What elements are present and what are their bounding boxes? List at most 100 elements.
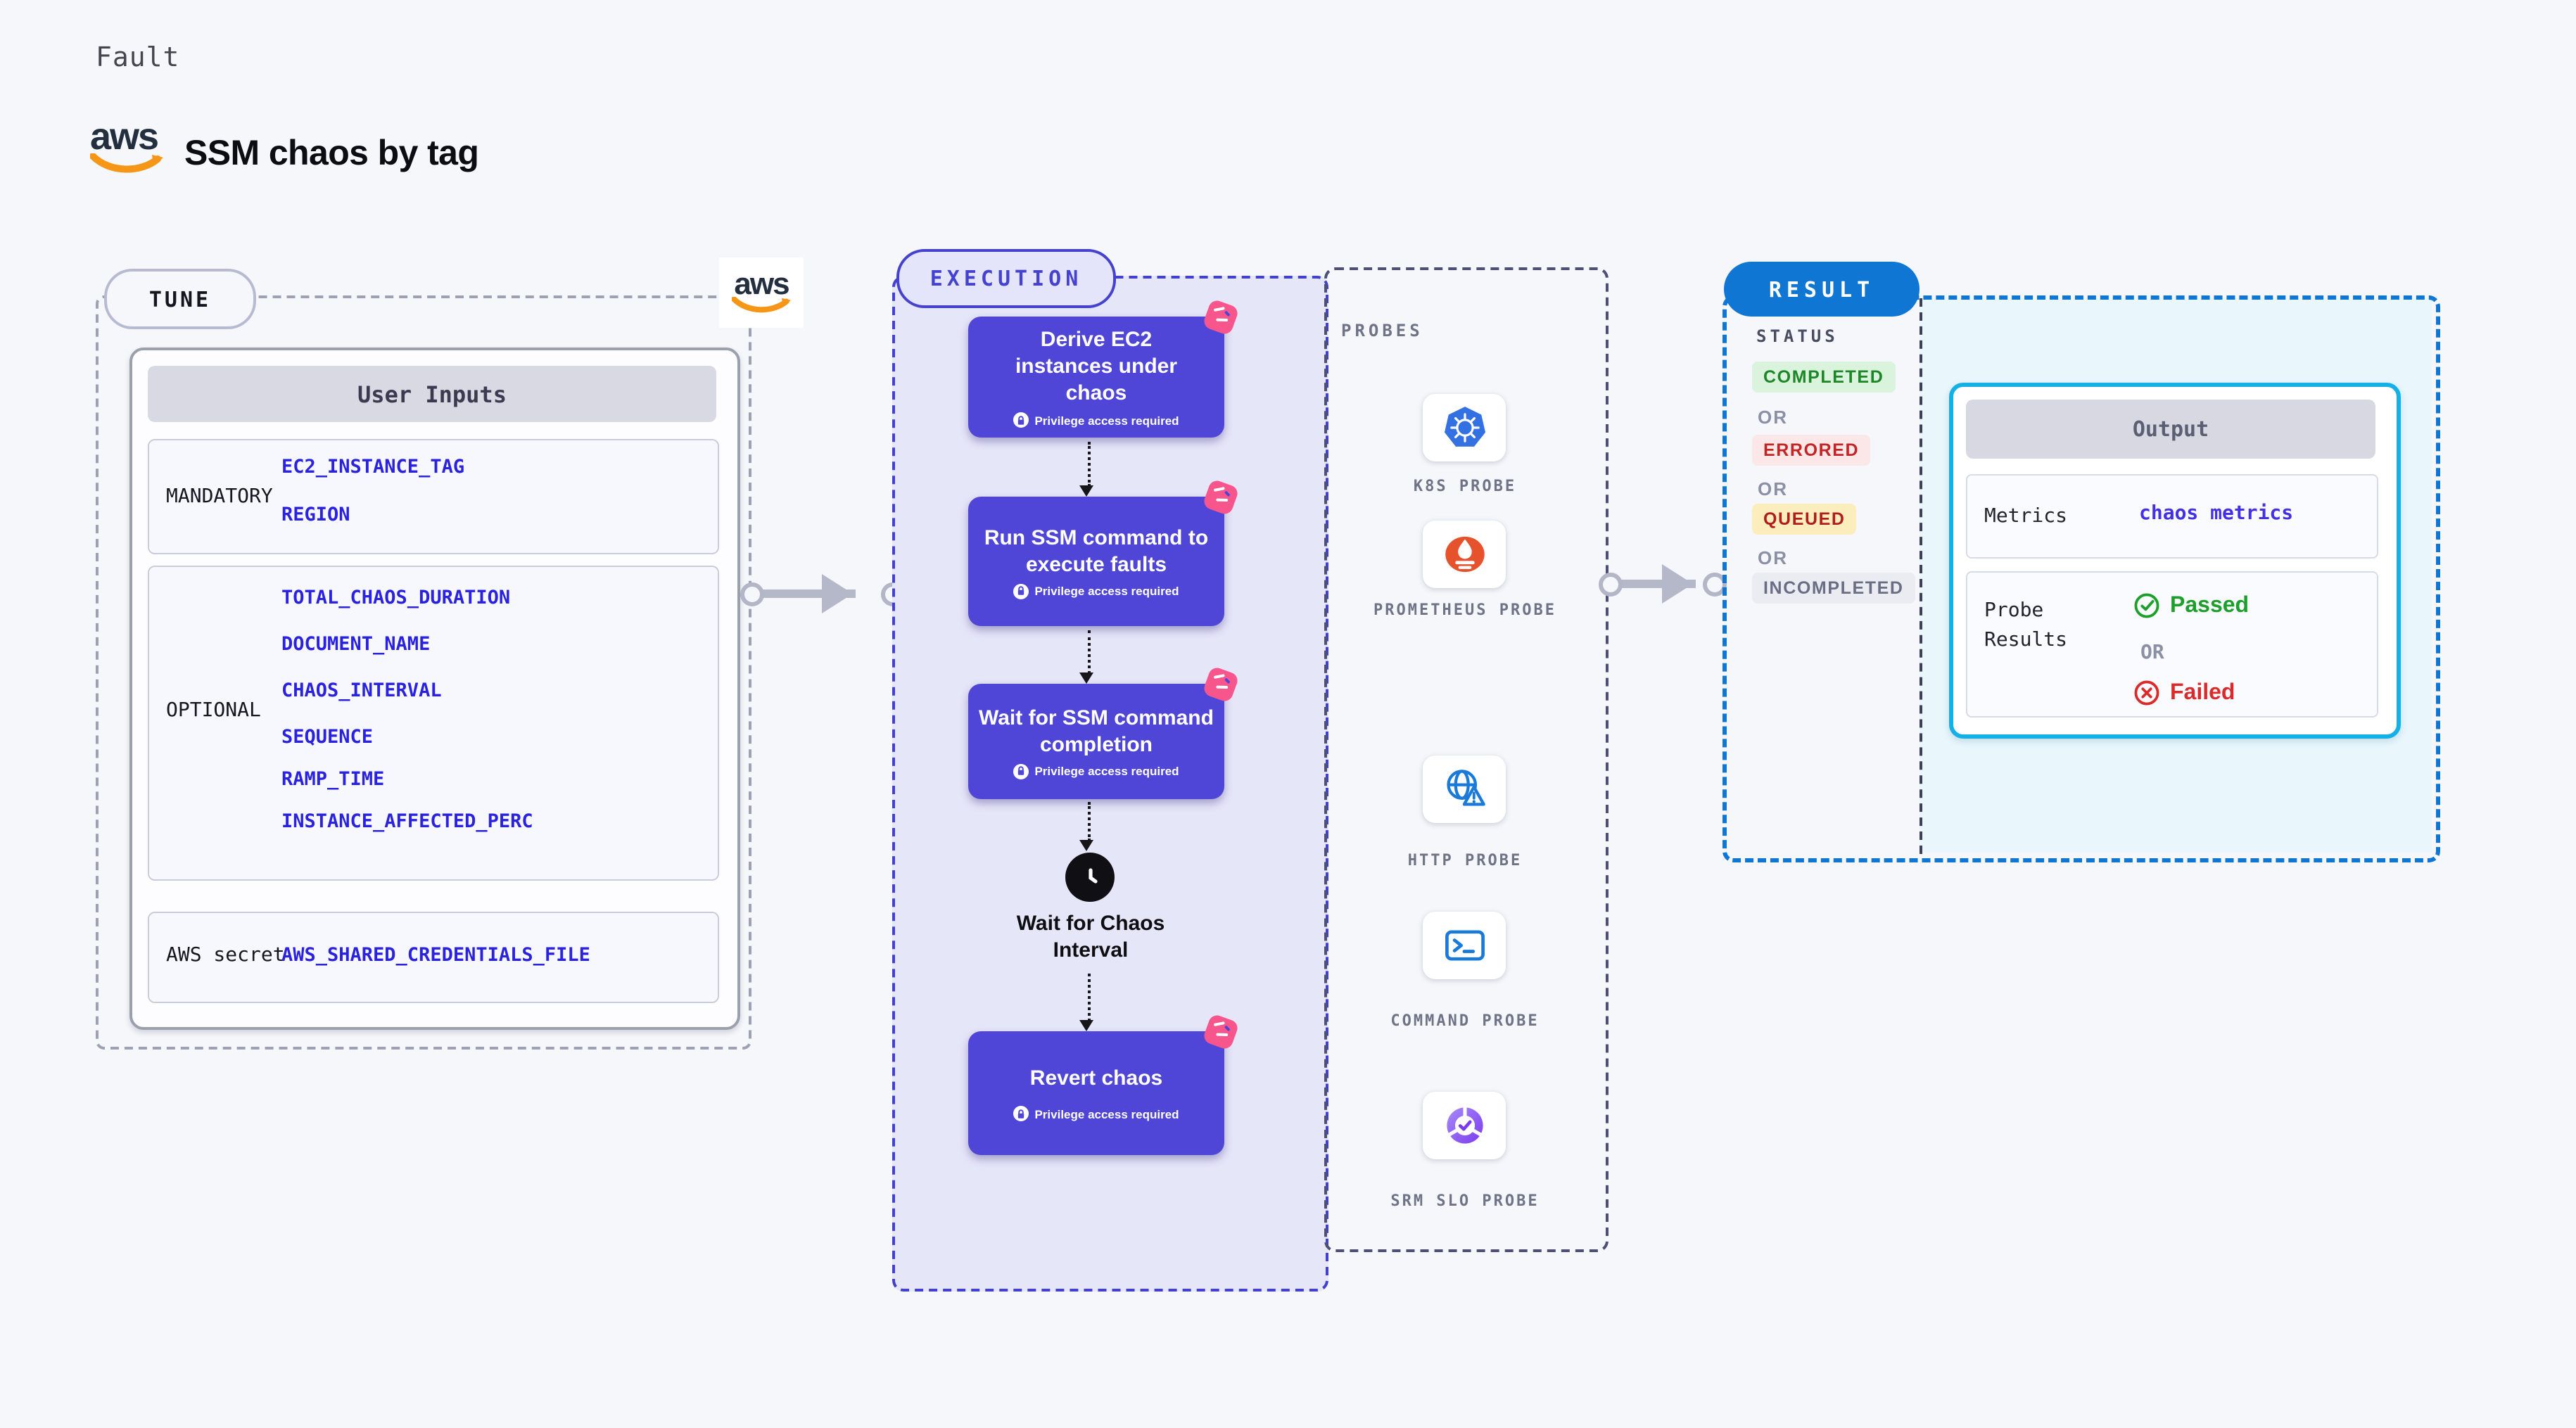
srm-slo-probe-label: SRM SLO PROBE	[1390, 1192, 1540, 1210]
user-inputs-title: User Inputs	[357, 381, 507, 407]
output-title: Output	[2132, 416, 2209, 442]
output-header: Output	[1966, 400, 2375, 459]
flow-arrow	[1088, 974, 1091, 1021]
metrics-row	[1966, 474, 2378, 559]
status-or: OR	[1758, 547, 1788, 568]
privilege-label: Privilege access required	[1034, 764, 1179, 778]
optional-label: OPTIONAL	[166, 699, 261, 722]
prometheus-probe-label: PROMETHEUS PROBE	[1373, 601, 1556, 619]
metrics-value[interactable]: chaos metrics	[2139, 502, 2294, 525]
user-inputs-header: User Inputs	[148, 366, 716, 422]
flow-arrowhead	[1079, 840, 1093, 851]
env-var[interactable]: SEQUENCE	[281, 726, 374, 748]
http-probe-label: HTTP PROBE	[1407, 851, 1523, 869]
passed-row: Passed	[2133, 592, 2249, 619]
result-divider	[1920, 298, 1922, 854]
execution-badge[interactable]: EXECUTION	[896, 249, 1116, 308]
http-globe-icon	[1446, 770, 1485, 806]
http-probe-card[interactable]	[1423, 756, 1506, 823]
mandatory-row	[148, 439, 719, 554]
failed-label: Failed	[2170, 680, 2235, 704]
status-or: OR	[1758, 478, 1788, 499]
tune-aws-smile-icon	[732, 297, 791, 313]
chaos-icon	[1202, 665, 1240, 703]
env-var[interactable]: AWS_SHARED_CREDENTIALS_FILE	[281, 944, 590, 967]
execution-badge-label: EXECUTION	[929, 266, 1083, 291]
lock-icon	[1013, 583, 1029, 599]
tune-badge[interactable]: TUNE	[104, 269, 256, 329]
prometheus-icon	[1445, 536, 1484, 573]
tune-group-border	[96, 295, 751, 1050]
srm-slo-probe-card[interactable]	[1423, 1092, 1506, 1159]
env-var[interactable]: CHAOS_INTERVAL	[281, 680, 442, 702]
privilege-label: Privilege access required	[1034, 1107, 1179, 1121]
wait-chaos-interval-label: Wait for Chaos Interval	[1016, 912, 1165, 962]
step-revert-chaos[interactable]: Revert chaos Privilege access required	[968, 1013, 1240, 1155]
privilege-row: Privilege access required	[1013, 412, 1179, 428]
flow-arrowhead	[1079, 485, 1093, 497]
privilege-row: Privilege access required	[1013, 1106, 1179, 1121]
result-badge[interactable]: RESULT	[1724, 262, 1920, 317]
metrics-label: Metrics	[1984, 505, 2068, 528]
aws-smile-icon	[89, 153, 163, 173]
lock-icon	[1013, 1106, 1029, 1121]
chaos-icon	[1202, 478, 1240, 516]
passed-check-icon	[2134, 593, 2159, 618]
step-wait-ssm[interactable]: Wait for SSM command completion Privileg…	[968, 665, 1240, 799]
fault-kicker: Fault	[96, 42, 180, 73]
flow-arrow	[1088, 442, 1091, 487]
terminal-icon	[1445, 930, 1484, 961]
env-var[interactable]: DOCUMENT_NAME	[281, 633, 431, 656]
tune-badge-label: TUNE	[148, 286, 212, 312]
passed-label: Passed	[2170, 593, 2250, 617]
probe-or: OR	[2140, 642, 2164, 664]
command-probe-card[interactable]	[1423, 912, 1506, 979]
k8s-probe-card[interactable]	[1423, 394, 1506, 461]
status-incompleted-badge: INCOMPLETED	[1752, 573, 1915, 604]
probe-results-row	[1966, 571, 2378, 718]
privilege-row: Privilege access required	[1013, 763, 1179, 779]
step-derive-ec2[interactable]: Derive EC2 instances under chaos Privile…	[968, 298, 1240, 438]
step-title: Wait for SSM command completion	[979, 706, 1214, 756]
lock-icon	[1013, 763, 1029, 779]
env-var[interactable]: EC2_INSTANCE_TAG	[281, 456, 465, 478]
srm-slo-icon	[1446, 1107, 1483, 1144]
chaos-icon	[1202, 1013, 1240, 1051]
clock-icon	[1065, 853, 1115, 902]
flow-arrow	[1088, 802, 1091, 841]
k8s-probe-label: K8S PROBE	[1413, 477, 1517, 495]
probes-panel	[1324, 267, 1609, 1252]
aws-secret-label: AWS secret	[166, 944, 285, 967]
privilege-row: Privilege access required	[1013, 583, 1179, 599]
optional-row	[148, 566, 719, 881]
tune-aws-logo: aws	[719, 257, 804, 328]
tune-aws-logo-text: aws	[734, 266, 789, 301]
result-badge-label: RESULT	[1768, 276, 1875, 302]
env-var[interactable]: REGION	[281, 504, 350, 526]
step-title: Run SSM command to execute faults	[984, 525, 1209, 576]
probes-heading: PROBES	[1341, 321, 1423, 340]
env-var[interactable]: RAMP_TIME	[281, 768, 385, 791]
status-errored-badge: ERRORED	[1752, 435, 1871, 466]
failed-row: Failed	[2133, 680, 2235, 706]
status-queued-badge: QUEUED	[1752, 504, 1857, 535]
failed-x-icon	[2134, 680, 2159, 706]
env-var[interactable]: INSTANCE_AFFECTED_PERC	[281, 810, 533, 833]
aws-secret-row	[148, 912, 719, 1003]
step-run-ssm[interactable]: Run SSM command to execute faults Privil…	[968, 478, 1240, 626]
command-probe-label: COMMAND PROBE	[1390, 1012, 1540, 1030]
flow-arrowhead	[1079, 672, 1093, 684]
result-group-border	[1722, 295, 2440, 862]
status-heading: STATUS	[1756, 326, 1839, 346]
page-title: SSM chaos by tag	[184, 134, 479, 173]
aws-logo: aws	[89, 115, 163, 181]
flow-arrow	[1088, 630, 1091, 674]
lock-icon	[1013, 412, 1029, 428]
aws-logo-text: aws	[90, 115, 159, 158]
prometheus-probe-card[interactable]	[1423, 521, 1506, 588]
env-var[interactable]: TOTAL_CHAOS_DURATION	[281, 587, 511, 609]
privilege-label: Privilege access required	[1034, 413, 1179, 427]
privilege-label: Privilege access required	[1034, 584, 1179, 598]
chaos-icon	[1202, 298, 1240, 336]
